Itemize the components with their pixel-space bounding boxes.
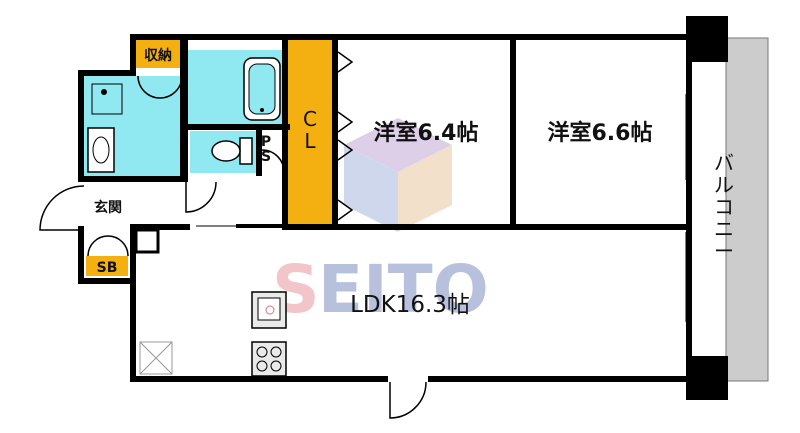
storage-top <box>134 40 182 68</box>
closet-folding-door-2 <box>337 111 354 133</box>
room-label-western1: 洋室6.4帖 <box>374 120 479 146</box>
watermark-text: S EITO <box>272 251 489 328</box>
kitchen-sink-icon <box>251 291 287 329</box>
toilet-door <box>261 149 285 173</box>
entrance-door <box>39 185 85 231</box>
walls <box>78 16 728 400</box>
room-label-shoebox: SB <box>97 260 118 276</box>
stove-icon <box>251 341 287 377</box>
room-label-western2: 洋室6.6帖 <box>548 120 653 146</box>
washer-pan-icon <box>91 83 123 115</box>
shoe-box <box>86 256 128 276</box>
washroom-door <box>185 181 217 213</box>
closet-folding-door-1 <box>337 51 354 73</box>
balcony <box>725 37 769 382</box>
bottom-door <box>389 381 427 419</box>
room-label-balcony: バルコニー <box>714 151 734 263</box>
fridge-space-icon <box>139 341 173 375</box>
room-label-storage: 収納 <box>144 47 172 64</box>
toilet-icon <box>211 137 253 165</box>
washbasin-icon <box>87 127 115 173</box>
closet-folding-door-3 <box>337 139 354 161</box>
watermark-letters-rest: EITO <box>318 251 489 328</box>
room-label-ldk: LDK16.3帖 <box>350 292 470 318</box>
logo-cube-left <box>344 145 398 232</box>
shoebox-door <box>87 235 129 257</box>
storage-door <box>137 75 183 99</box>
closet <box>288 40 332 226</box>
watermark-logo <box>344 118 452 232</box>
sliding-openings <box>196 94 691 322</box>
closet-folding-door-4 <box>337 199 354 221</box>
room-label-entrance: 玄関 <box>94 199 122 216</box>
doors <box>39 51 427 419</box>
logo-cube-right <box>398 145 452 232</box>
bathtub-icon <box>243 57 281 121</box>
